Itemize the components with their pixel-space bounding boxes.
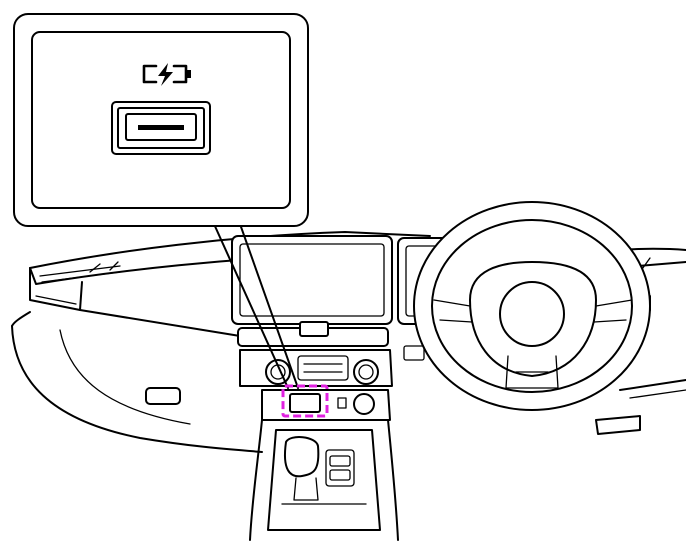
hazard-button bbox=[299, 321, 329, 337]
usb-port-on-dash bbox=[289, 393, 321, 413]
start-button bbox=[353, 393, 375, 415]
usb-location-highlight bbox=[281, 384, 329, 418]
callout bbox=[13, 13, 309, 389]
glovebox-handle bbox=[145, 387, 181, 405]
usb-port-icon bbox=[111, 101, 211, 155]
center-display bbox=[231, 235, 393, 325]
battery-charging-icon bbox=[142, 63, 191, 86]
callout-frame bbox=[13, 13, 309, 227]
right-knob bbox=[353, 359, 379, 385]
callout-inner-panel bbox=[31, 31, 291, 209]
gear-selector bbox=[284, 436, 320, 478]
horn-pad bbox=[499, 281, 565, 347]
steering-wheel bbox=[413, 201, 651, 411]
